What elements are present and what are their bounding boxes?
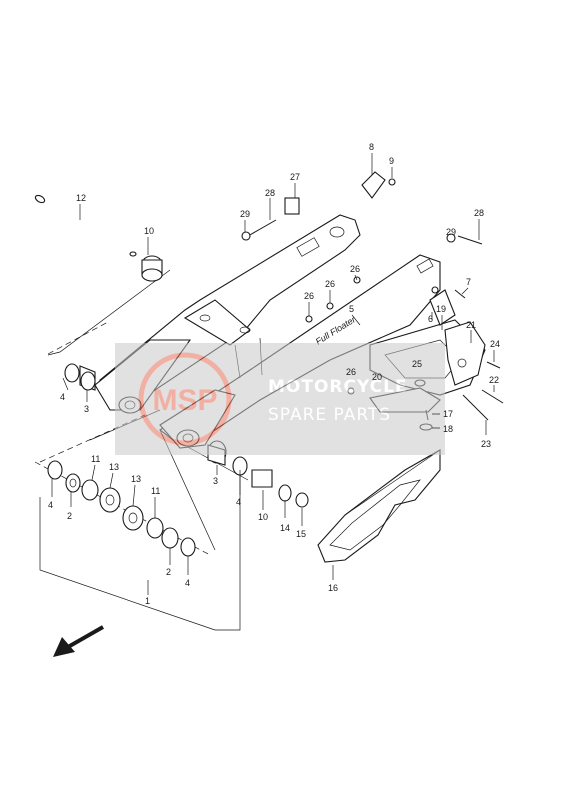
watermark-line2: SPARE PARTS xyxy=(268,405,391,425)
callout-27: 27 xyxy=(290,172,300,182)
callout-4: 4 xyxy=(48,500,53,510)
front-direction-arrow-icon xyxy=(53,625,104,657)
callout-11: 11 xyxy=(91,454,100,464)
callout-13: 13 xyxy=(109,462,119,472)
leader-lines xyxy=(51,153,495,580)
callout-29: 29 xyxy=(446,227,456,237)
callout-16: 16 xyxy=(328,583,338,593)
callout-4: 4 xyxy=(185,578,190,588)
callout-24: 24 xyxy=(490,339,500,349)
callout-4: 4 xyxy=(236,497,241,507)
callout-2: 2 xyxy=(67,511,72,521)
callout-25: 25 xyxy=(412,359,422,369)
callout-4: 4 xyxy=(60,392,65,402)
watermark-logo: MSP xyxy=(152,384,217,417)
watermark-line1: MOTORCYCLE xyxy=(268,377,408,397)
bushing-set-lower[interactable] xyxy=(47,440,309,557)
assembly-bracket-1 xyxy=(39,470,241,631)
callout-5: 5 xyxy=(349,304,354,314)
callout-13: 13 xyxy=(131,474,141,484)
callout-15: 15 xyxy=(296,529,306,539)
pivot-shaft[interactable] xyxy=(34,194,137,257)
callout-10: 10 xyxy=(258,512,268,522)
callout-10: 10 xyxy=(144,226,154,236)
callout-1: 1 xyxy=(145,596,150,606)
callout-22: 22 xyxy=(489,375,499,385)
callout-11: 11 xyxy=(151,486,160,496)
callout-26: 26 xyxy=(325,279,335,289)
callout-2: 2 xyxy=(166,567,171,577)
callout-26: 26 xyxy=(304,291,314,301)
callout-28: 28 xyxy=(474,208,484,218)
callout-9: 9 xyxy=(389,156,394,166)
callout-12: 12 xyxy=(76,193,86,203)
watermark: MSP MOTORCYCLE SPARE PARTS xyxy=(115,343,445,455)
callout-17: 17 xyxy=(443,409,453,419)
callout-20: 20 xyxy=(372,372,382,382)
callout-14: 14 xyxy=(280,523,290,533)
callout-6: 6 xyxy=(428,314,433,324)
callout-21: 21 xyxy=(466,320,476,330)
callout-23: 23 xyxy=(481,439,491,449)
chain-guide[interactable] xyxy=(317,449,441,563)
bushing-set-upper[interactable] xyxy=(64,255,163,391)
callout-26: 26 xyxy=(350,264,360,274)
callout-7: 7 xyxy=(466,277,471,287)
callout-26: 26 xyxy=(346,367,356,377)
callout-3: 3 xyxy=(213,476,218,486)
callout-labels: 1 2 2 3 3 4 4 4 4 5 6 7 8 9 10 10 11 11 … xyxy=(48,142,500,606)
callout-19: 19 xyxy=(436,304,446,314)
callout-3: 3 xyxy=(84,404,89,414)
callout-28: 28 xyxy=(265,188,275,198)
callout-8: 8 xyxy=(369,142,374,152)
callout-29: 29 xyxy=(240,209,250,219)
callout-18: 18 xyxy=(443,424,453,434)
dust-seal-4 xyxy=(64,363,80,383)
